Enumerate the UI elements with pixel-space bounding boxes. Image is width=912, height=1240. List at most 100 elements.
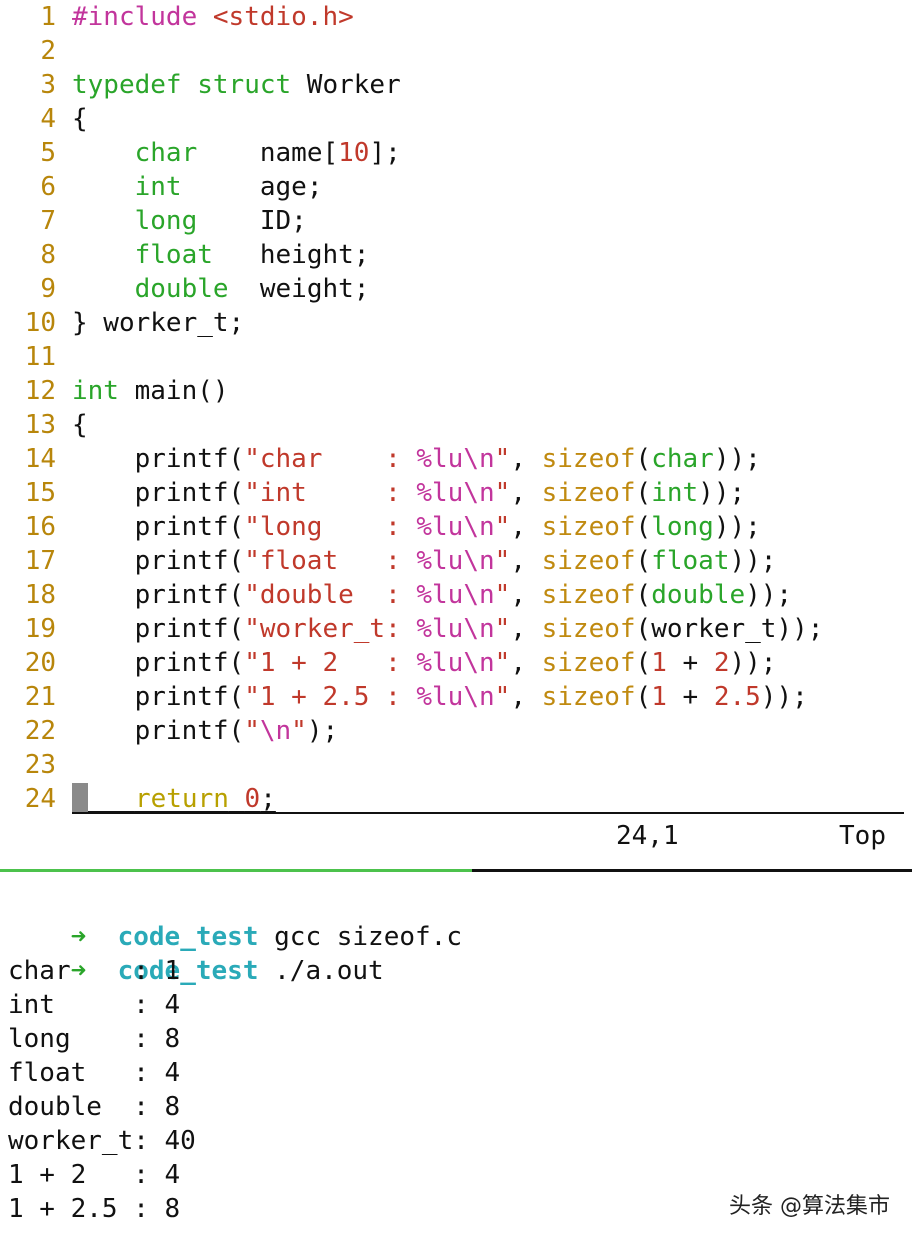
terminal-output-line: int : 4: [8, 990, 181, 1020]
code-token: ));: [729, 648, 777, 678]
watermark: 头条 @算法集市: [729, 1194, 890, 1219]
line-number: 20: [24, 648, 56, 678]
code-line[interactable]: 19 printf("worker_t: %lu\n", sizeof(work…: [0, 612, 912, 646]
code-line[interactable]: 16 printf("long : %lu\n", sizeof(long));: [0, 510, 912, 544]
code-token: "int :: [244, 478, 417, 508]
code-text: {: [72, 408, 88, 442]
code-token: sizeof: [541, 512, 636, 542]
code-text: printf("long : %lu\n", sizeof(long));: [72, 510, 761, 544]
code-token: sizeof: [541, 648, 636, 678]
code-text: #include <stdio.h>: [72, 0, 354, 34]
code-token: [72, 274, 135, 304]
scroll-indicator: Top: [839, 821, 886, 851]
code-token: "long :: [244, 512, 417, 542]
code-text: printf("char : %lu\n", sizeof(char));: [72, 442, 761, 476]
code-line[interactable]: 10} worker_t;: [0, 306, 912, 340]
code-token: int: [651, 478, 699, 508]
line-number: 3: [40, 70, 56, 100]
code-line[interactable]: 8 float height;: [0, 238, 912, 272]
code-token: ": [494, 580, 511, 610]
code-token: 1: [651, 682, 667, 712]
code-text: printf("int : %lu\n", sizeof(int));: [72, 476, 746, 510]
code-line[interactable]: 2: [0, 34, 912, 68]
code-token: printf(: [72, 614, 245, 644]
code-line[interactable]: 17 printf("float : %lu\n", sizeof(float)…: [0, 544, 912, 578]
terminal-command: ./a.out: [258, 956, 384, 986]
code-token: (worker_t));: [635, 614, 824, 644]
terminal-output-line: 1 + 2.5 : 8: [8, 1194, 181, 1224]
code-token: ];: [369, 138, 401, 168]
code-token: 1: [651, 648, 667, 678]
code-token: %lu\n: [416, 614, 495, 644]
code-line[interactable]: 6 int age;: [0, 170, 912, 204]
code-token: 0: [244, 784, 261, 814]
code-text: long ID;: [72, 204, 307, 238]
code-token: ,: [510, 682, 542, 712]
code-token: ,: [510, 648, 542, 678]
code-token: [182, 70, 198, 100]
code-line[interactable]: 9 double weight;: [0, 272, 912, 306]
code-token: long: [134, 206, 198, 236]
code-text: {: [72, 102, 88, 136]
code-token: ,: [510, 614, 542, 644]
code-line[interactable]: 1 #include <stdio.h>: [0, 0, 912, 34]
code-token: float: [134, 240, 213, 270]
code-token: printf(: [72, 546, 245, 576]
code-token: +: [666, 682, 714, 712]
code-text: float height;: [72, 238, 370, 272]
code-token: printf(: [72, 648, 245, 678]
code-line[interactable]: 5 char name[10];: [0, 136, 912, 170]
code-line[interactable]: 14 printf("char : %lu\n", sizeof(char));: [0, 442, 912, 476]
line-number: 4: [40, 104, 56, 134]
code-token: [72, 172, 135, 202]
terminal-pane[interactable]: ➜ code_test gcc sizeof.c ➜ code_test ./a…: [8, 886, 912, 1226]
line-number: 9: [40, 274, 56, 304]
code-token: printf(: [72, 716, 245, 746]
prompt-directory: code_test: [117, 956, 259, 986]
code-text: typedef struct Worker: [72, 68, 401, 102]
line-number: 22: [24, 716, 56, 746]
code-line[interactable]: 11: [0, 340, 912, 374]
code-line[interactable]: 18 printf("double : %lu\n", sizeof(doubl…: [0, 578, 912, 612]
terminal-output-line: char : 1: [8, 956, 181, 986]
code-token: ,: [510, 444, 542, 474]
code-line[interactable]: 7 long ID;: [0, 204, 912, 238]
line-number: 15: [24, 478, 56, 508]
code-line[interactable]: 23: [0, 748, 912, 782]
line-number: 8: [40, 240, 56, 270]
code-token: Worker: [291, 70, 401, 100]
code-token: printf(: [72, 580, 245, 610]
code-token: 10: [338, 138, 370, 168]
code-text: return 0;: [72, 782, 276, 816]
code-line[interactable]: 13{: [0, 408, 912, 442]
code-line[interactable]: 15 printf("int : %lu\n", sizeof(int));: [0, 476, 912, 510]
code-token: (: [635, 546, 652, 576]
terminal-output-line: float : 4: [8, 1058, 181, 1088]
code-token: weight;: [228, 274, 370, 304]
code-line[interactable]: 21 printf("1 + 2.5 : %lu\n", sizeof(1 + …: [0, 680, 912, 714]
code-token: (: [635, 444, 652, 474]
line-number: 1: [40, 2, 56, 32]
code-token: main(): [118, 376, 229, 406]
pane-divider[interactable]: [0, 869, 912, 872]
code-token: %lu\n: [416, 546, 495, 576]
code-token: ": [494, 512, 511, 542]
code-token: "1 + 2 :: [244, 648, 417, 678]
code-line[interactable]: 22 printf("\n");: [0, 714, 912, 748]
code-token: sizeof: [541, 682, 636, 712]
code-line[interactable]: 24 return 0;: [0, 782, 912, 816]
code-token: ,: [510, 478, 542, 508]
code-line[interactable]: 3 typedef struct Worker: [0, 68, 912, 102]
code-token: double: [134, 274, 229, 304]
code-token: printf(: [72, 512, 245, 542]
code-token: %lu\n: [416, 512, 495, 542]
code-token: ": [494, 648, 511, 678]
code-line[interactable]: 4{: [0, 102, 912, 136]
line-number: 23: [24, 750, 56, 780]
code-line[interactable]: 20 printf("1 + 2 : %lu\n", sizeof(1 + 2)…: [0, 646, 912, 680]
code-token: ,: [510, 580, 542, 610]
code-token: ,: [510, 546, 542, 576]
code-text: } worker_t;: [72, 306, 244, 340]
